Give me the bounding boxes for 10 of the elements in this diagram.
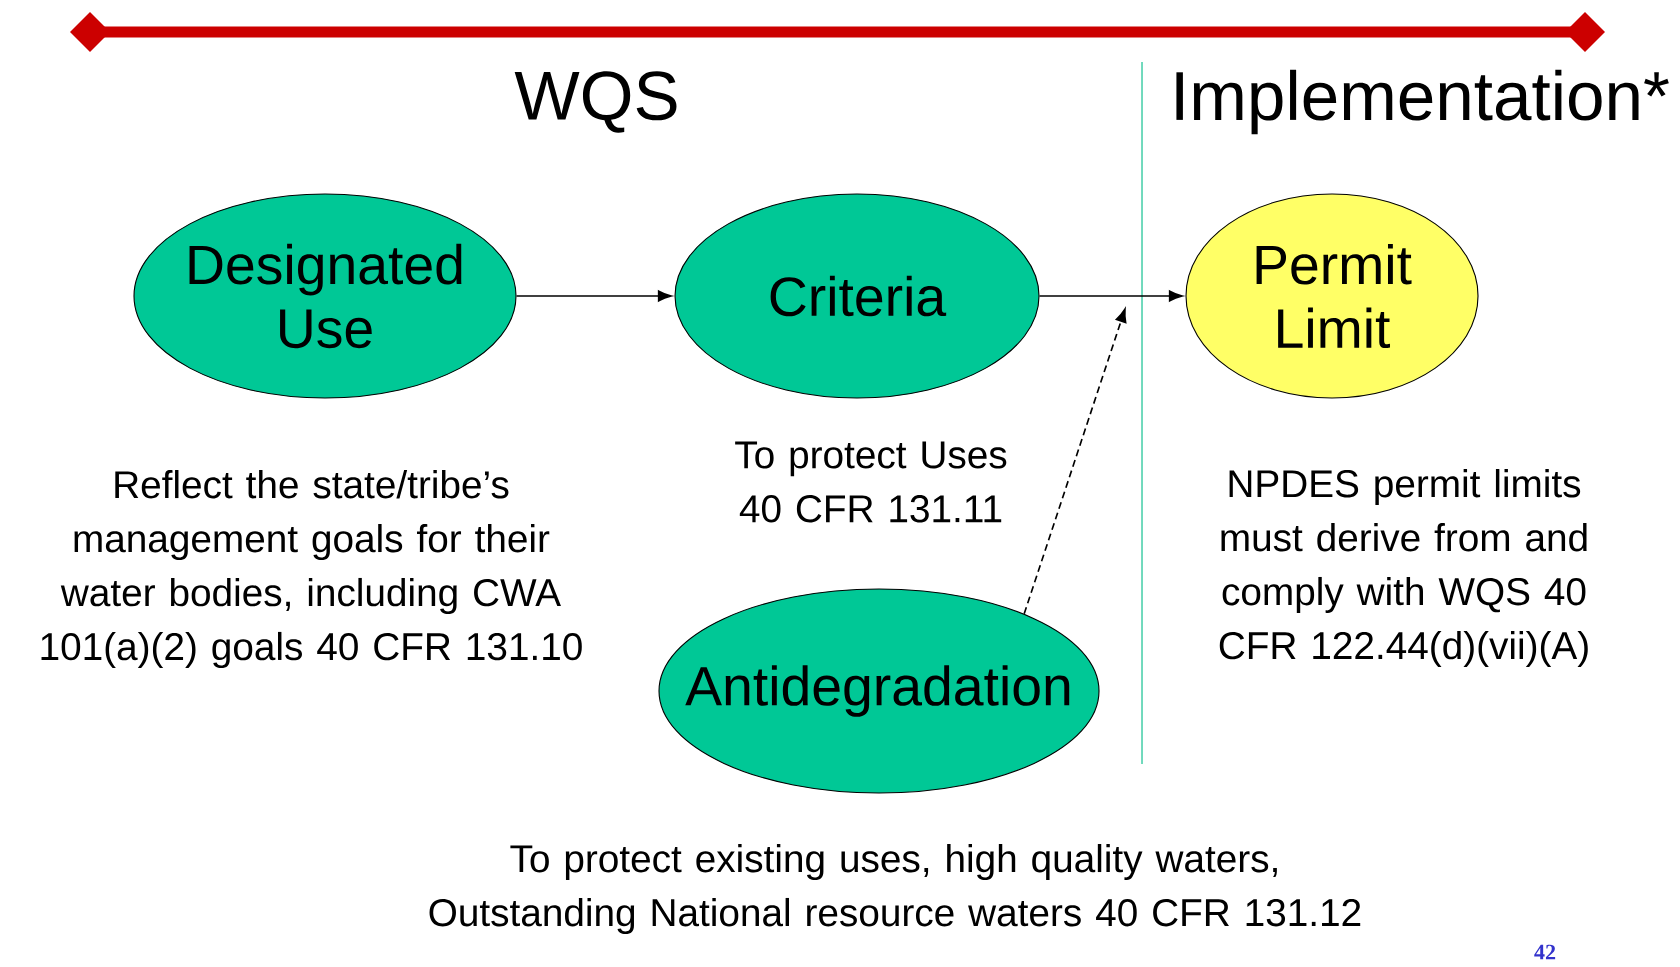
- section-heading: Implementation*: [1176, 69, 1669, 135]
- description-text: Reflect the state/tribe’s management goals for their water bodies, including CWA 101(a)(2) goals 40 CFR 131.10: [41, 470, 582, 668]
- description-text: To protect Uses 40 CFR 131.11: [735, 441, 1007, 523]
- description-text: To protect existing uses, high quality waters, Outstanding National resource waters 40 CFR 131.12: [429, 844, 1361, 935]
- arrow: [515, 290, 672, 302]
- section-heading: WQS: [514, 71, 677, 133]
- arrow: [1038, 290, 1183, 302]
- arrow: [1023, 308, 1127, 615]
- page-number: 42: [1534, 944, 1556, 960]
- description-text: NPDES permit limits must derive from and comply with WQS 40 CFR 122.44(d)(vii)(A): [1219, 469, 1588, 667]
